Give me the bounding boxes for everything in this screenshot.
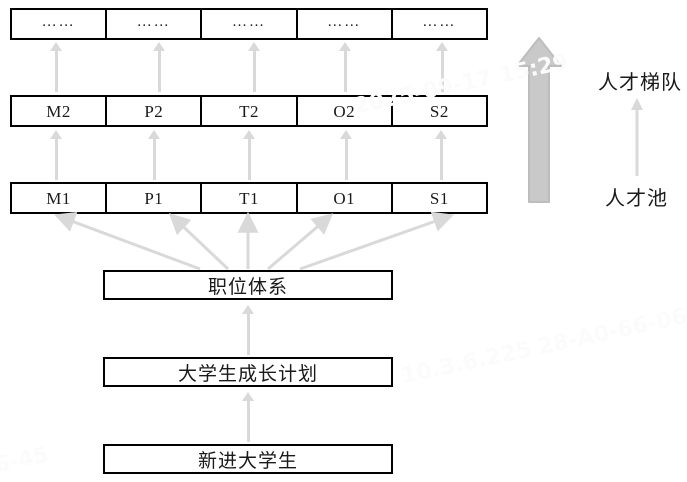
label-talent-echelon: 人才梯队 — [598, 70, 682, 94]
arrow-growth-to-position — [242, 305, 254, 355]
fan-arrow-to-p1 — [168, 213, 230, 271]
grid-cell-s1[interactable]: S1 — [429, 188, 449, 208]
fan-arrow-to-s1 — [299, 211, 454, 271]
watermark-ip-mac: 10.3.6.225 28-A0-66-06-46 — [399, 295, 687, 390]
arrow-t2-to-top — [248, 42, 260, 92]
box-new-graduates[interactable]: 新进大学生 — [103, 444, 393, 474]
box-growth-plan[interactable]: 大学生成长计划 — [103, 357, 393, 387]
arrow-s1-to-s2 — [435, 130, 447, 180]
grid-row-level1: M1 P1 T1 O1 S1 — [10, 182, 488, 214]
grid-cell-m1[interactable]: M1 — [12, 184, 108, 212]
arrow-p1-to-p2 — [148, 130, 160, 180]
grid-cell-o2[interactable]: O2 — [298, 97, 393, 125]
fan-arrow-to-o1 — [267, 213, 334, 271]
fan-arrow-to-m1 — [54, 212, 201, 271]
arrow-p2-to-top — [153, 42, 165, 92]
arrow-m2-to-top — [50, 42, 62, 92]
grid-cell-top-3[interactable]: …… — [202, 10, 298, 38]
label-talent-pool: 人才池 — [605, 186, 668, 210]
grid-cell-top-2[interactable]: …… — [107, 10, 203, 38]
grid-cell-top-1[interactable]: …… — [12, 10, 108, 38]
arrow-m1-to-m2 — [50, 130, 62, 180]
grid-cell-top-4[interactable]: …… — [298, 10, 393, 38]
arrow-t1-to-t2 — [243, 130, 255, 180]
grid-cell-p1[interactable]: P1 — [107, 184, 203, 212]
grid-cell-t1[interactable]: T1 — [202, 184, 298, 212]
fanout-arrows — [54, 211, 454, 271]
arrow-o1-to-o2 — [340, 130, 352, 180]
arrow-newgrads-to-growth — [242, 392, 254, 442]
box-position-system[interactable]: 职位体系 — [103, 270, 393, 300]
arrow-pool-to-echelon — [631, 98, 643, 176]
grid-row-level2: M2 P2 T2 O2 S2 — [10, 95, 488, 127]
arrow-s2-to-top — [436, 42, 448, 92]
thick-up-arrow-icon — [516, 37, 562, 203]
grid-cell-top-5[interactable]: …… — [422, 14, 457, 30]
grid-cell-s2[interactable]: S2 — [429, 101, 449, 121]
grid-cell-o1[interactable]: O1 — [298, 184, 393, 212]
arrow-o2-to-top — [339, 42, 351, 92]
grid-row-top: …… …… …… …… …… — [10, 8, 488, 40]
grid-cell-m2[interactable]: M2 — [12, 97, 108, 125]
grid-cell-t2[interactable]: T2 — [202, 97, 298, 125]
watermark-fragment: 6-45 — [0, 442, 52, 479]
grid-cell-p2[interactable]: P2 — [107, 97, 203, 125]
